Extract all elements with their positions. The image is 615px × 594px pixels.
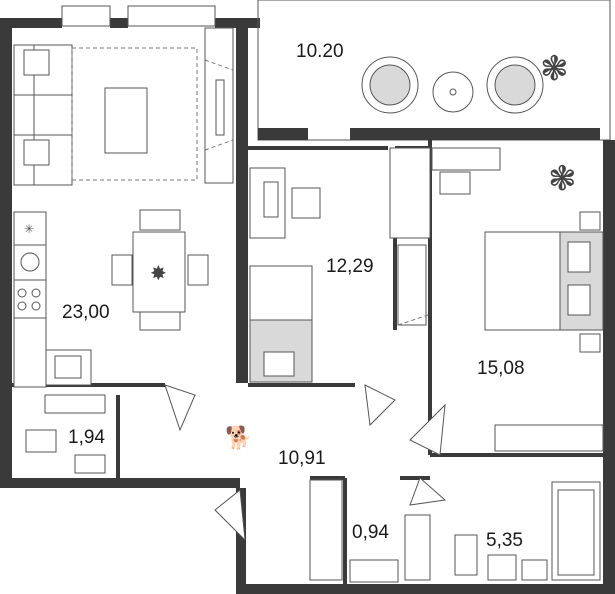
- bedroom-furniture: ❃: [431, 147, 604, 452]
- bathroom-fixtures: [349, 481, 601, 583]
- coffee-table: [104, 87, 148, 154]
- hall-doors: 🐕: [164, 384, 447, 542]
- study-wardrobe: [389, 147, 431, 326]
- area-label-living-kitchen: 23,00: [62, 302, 110, 323]
- study-bed: [249, 265, 313, 383]
- closet-rack: [309, 479, 343, 581]
- study-desk: [249, 167, 321, 239]
- dining-table: ✸: [111, 209, 209, 331]
- svg-text:✸: ✸: [150, 261, 167, 285]
- balcony-chairs: ❃: [361, 49, 569, 114]
- area-label-bathroom: 5,35: [486, 530, 523, 551]
- area-label-balcony: 10.20: [296, 41, 344, 62]
- area-label-hall: 10,91: [278, 448, 326, 469]
- area-label-wc: 1,94: [68, 427, 105, 448]
- sofa: [13, 44, 73, 186]
- area-label-bedroom: 15,08: [477, 358, 525, 379]
- rug: [71, 47, 198, 181]
- svg-text:❃: ❃: [540, 49, 569, 89]
- area-label-study: 12,29: [326, 256, 374, 277]
- svg-text:✳: ✳: [24, 222, 34, 236]
- area-label-closet: 0,94: [352, 522, 389, 543]
- kitchen-counter: ✳: [13, 211, 92, 388]
- svg-text:🐕: 🐕: [225, 425, 252, 451]
- svg-text:❃: ❃: [548, 159, 577, 199]
- tv-unit: [204, 27, 234, 184]
- wc-fixtures: [25, 394, 106, 474]
